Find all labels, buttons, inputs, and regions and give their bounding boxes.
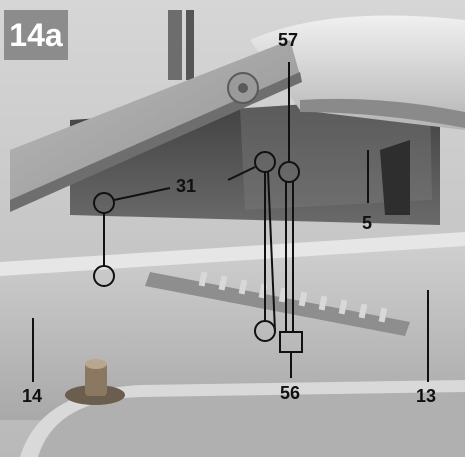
figure-label: 14a [4,10,68,60]
post-right [186,10,194,80]
arm-edge [10,72,302,212]
table-edge [0,232,465,276]
callout-57: 57 [278,30,299,50]
callout-13: 13 [416,386,437,406]
post-left [168,10,182,80]
housing-rim [20,380,465,457]
lock-knob [85,362,107,396]
callout-56: 56 [280,383,301,403]
callout-31: 31 [176,176,197,196]
callout-14: 14 [22,386,43,406]
housing-lower [20,380,465,457]
drum-flange [380,140,410,215]
leader-lines [32,62,429,382]
guard-rim [300,98,465,128]
thickness-arm [10,40,300,205]
planer-table [0,240,465,420]
knife-strip [145,272,410,336]
callout-5: 5 [362,213,373,233]
